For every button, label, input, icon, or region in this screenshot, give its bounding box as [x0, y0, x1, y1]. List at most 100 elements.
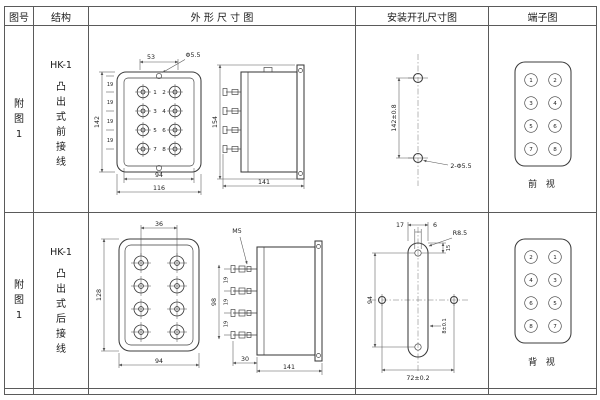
header-structure-label: 结构 — [51, 12, 71, 24]
relay-front-view: 1 2 3 4 5 6 7 8 — [116, 71, 202, 173]
install2-dim-lines — [372, 222, 455, 373]
svg-text:4: 4 — [553, 101, 557, 107]
dim-label-19: 19 — [107, 138, 113, 144]
footer-cell — [34, 389, 88, 394]
relay-rear-view — [118, 238, 200, 352]
dim-label-8-tol: 8±0.1 — [442, 318, 448, 333]
dim-label-98: 98 — [211, 298, 218, 306]
relay-side-view — [222, 64, 305, 180]
front-view-dim-lines — [99, 59, 202, 195]
install-cell-row2: 17 6 R8.5 15 94 72±0.2 8±0.1 — [356, 213, 488, 388]
svg-text:1: 1 — [529, 78, 533, 84]
dim-label-30: 30 — [241, 356, 249, 363]
terminal-diagram-front-view: 1 2 3 4 5 6 7 8 前 视 — [514, 61, 572, 190]
terminal-circles: 1 2 3 4 5 6 7 8 — [524, 73, 562, 156]
dim-label-r8-5: R8.5 — [453, 230, 467, 237]
dim-label-94: 94 — [155, 172, 163, 179]
header-terminal: 端子图 — [489, 7, 596, 25]
wiring-row1: 凸出式前接线 — [56, 82, 66, 168]
terminal-num: 5 — [153, 128, 157, 134]
dim-label-17: 17 — [396, 222, 404, 229]
fig-no-row2: 附图1 — [5, 213, 33, 388]
view-label-front: 前 视 — [528, 178, 558, 190]
dim-label-2-phi5-5: 2-Φ5.5 — [450, 163, 471, 170]
structure-row1: HK-1 凸出式前接线 — [34, 26, 88, 212]
dim-label-6: 6 — [433, 222, 437, 229]
wiring-row2: 凸出式后接线 — [56, 269, 66, 355]
dim-label-142-tol: 142±0.8 — [391, 104, 398, 131]
svg-text:1: 1 — [553, 255, 557, 261]
svg-text:5: 5 — [529, 124, 533, 130]
structure-row2: HK-1 凸出式后接线 — [34, 213, 88, 388]
dim-label-141: 141 — [258, 179, 270, 186]
dim-label-19: 19 — [107, 82, 113, 88]
outline-drawing-rear-wiring: 36 128 94 M5 98 19 — [96, 221, 323, 375]
dim-label-53: 53 — [147, 54, 155, 61]
dim-label-116: 116 — [153, 185, 165, 192]
svg-text:6: 6 — [529, 301, 533, 307]
dim-label-94: 94 — [155, 358, 163, 365]
svg-text:4: 4 — [529, 278, 533, 284]
install-cell-row1: 142±0.8 2-Φ5.5 — [356, 26, 488, 212]
fig-no-row1: 附图1 — [5, 26, 33, 212]
dim-label-141: 141 — [283, 364, 295, 371]
terminal-num: 3 — [153, 109, 157, 115]
terminal-num: 4 — [162, 109, 166, 115]
header-install: 安装开孔尺寸图 — [356, 7, 488, 25]
svg-text:2: 2 — [529, 255, 533, 261]
footer-cell — [356, 389, 488, 394]
dim-label-19: 19 — [107, 100, 113, 106]
header-terminal-label: 端子图 — [527, 12, 558, 24]
footer-cell — [89, 389, 355, 394]
svg-text:5: 5 — [553, 301, 557, 307]
header-fig-no: 图号 — [5, 7, 33, 25]
svg-text:3: 3 — [553, 278, 557, 284]
svg-text:8: 8 — [553, 147, 557, 153]
svg-text:7: 7 — [553, 324, 557, 330]
outline-cell-row2: 36 128 94 M5 98 19 — [89, 213, 355, 388]
dim-label-phi5-5: Φ5.5 — [186, 52, 201, 59]
svg-text:6: 6 — [553, 124, 557, 130]
svg-text:3: 3 — [529, 101, 533, 107]
terminal-diagram-rear-view: 2 1 4 3 6 5 8 7 背 视 — [514, 238, 572, 368]
header-fig-no-label: 图号 — [9, 12, 29, 24]
dim-label-94: 94 — [367, 296, 374, 304]
terminal-num: 8 — [162, 147, 166, 153]
dim-label-m5: M5 — [232, 228, 241, 235]
footer-cell — [5, 389, 33, 394]
header-install-label: 安装开孔尺寸图 — [387, 12, 457, 24]
header-outline: 外 形 尺 寸 图 — [89, 7, 355, 25]
svg-text:2: 2 — [553, 78, 557, 84]
terminal-circles: 2 1 4 3 6 5 8 7 — [524, 250, 562, 333]
svg-text:8: 8 — [529, 324, 533, 330]
fig-no-row1-label: 附图1 — [14, 98, 24, 140]
rear-side-dim-lines — [217, 236, 323, 375]
terminal-cell-row2: 2 1 4 3 6 5 8 7 背 视 — [489, 213, 596, 388]
header-structure: 结构 — [34, 7, 88, 25]
dim-label-19: 19 — [224, 277, 230, 283]
dim-label-36: 36 — [155, 221, 163, 228]
footer-cell — [489, 389, 596, 394]
install-drawing-front-wiring: 142±0.8 2-Φ5.5 — [391, 54, 472, 186]
model-row1: HK-1 — [50, 60, 72, 71]
rear-view-dim-lines — [101, 225, 200, 368]
fig-no-row2-label: 附图1 — [14, 280, 24, 321]
view-label-rear: 背 视 — [528, 356, 558, 368]
dim-label-19: 19 — [107, 119, 113, 125]
dim-label-72-tol: 72±0.2 — [406, 375, 429, 382]
terminal-num: 1 — [153, 90, 157, 96]
svg-text:7: 7 — [529, 147, 533, 153]
outline-drawing-front-wiring: 1 2 3 4 5 6 7 8 53 Φ5.5 142 19 19 19 1 — [94, 52, 305, 195]
dim-label-142: 142 — [94, 116, 101, 128]
model-row2: HK-1 — [50, 247, 72, 258]
dim-label-154: 154 — [212, 116, 219, 128]
install-dim-lines — [396, 77, 449, 166]
dim-label-19: 19 — [224, 299, 230, 305]
terminal-num: 2 — [162, 90, 166, 96]
relay-rear-side-view — [230, 240, 323, 362]
dim-label-128: 128 — [96, 289, 103, 301]
terminal-num: 7 — [153, 147, 157, 153]
terminal-num: 6 — [162, 128, 166, 134]
terminal-cell-row1: 1 2 3 4 5 6 7 8 前 视 — [489, 26, 596, 212]
